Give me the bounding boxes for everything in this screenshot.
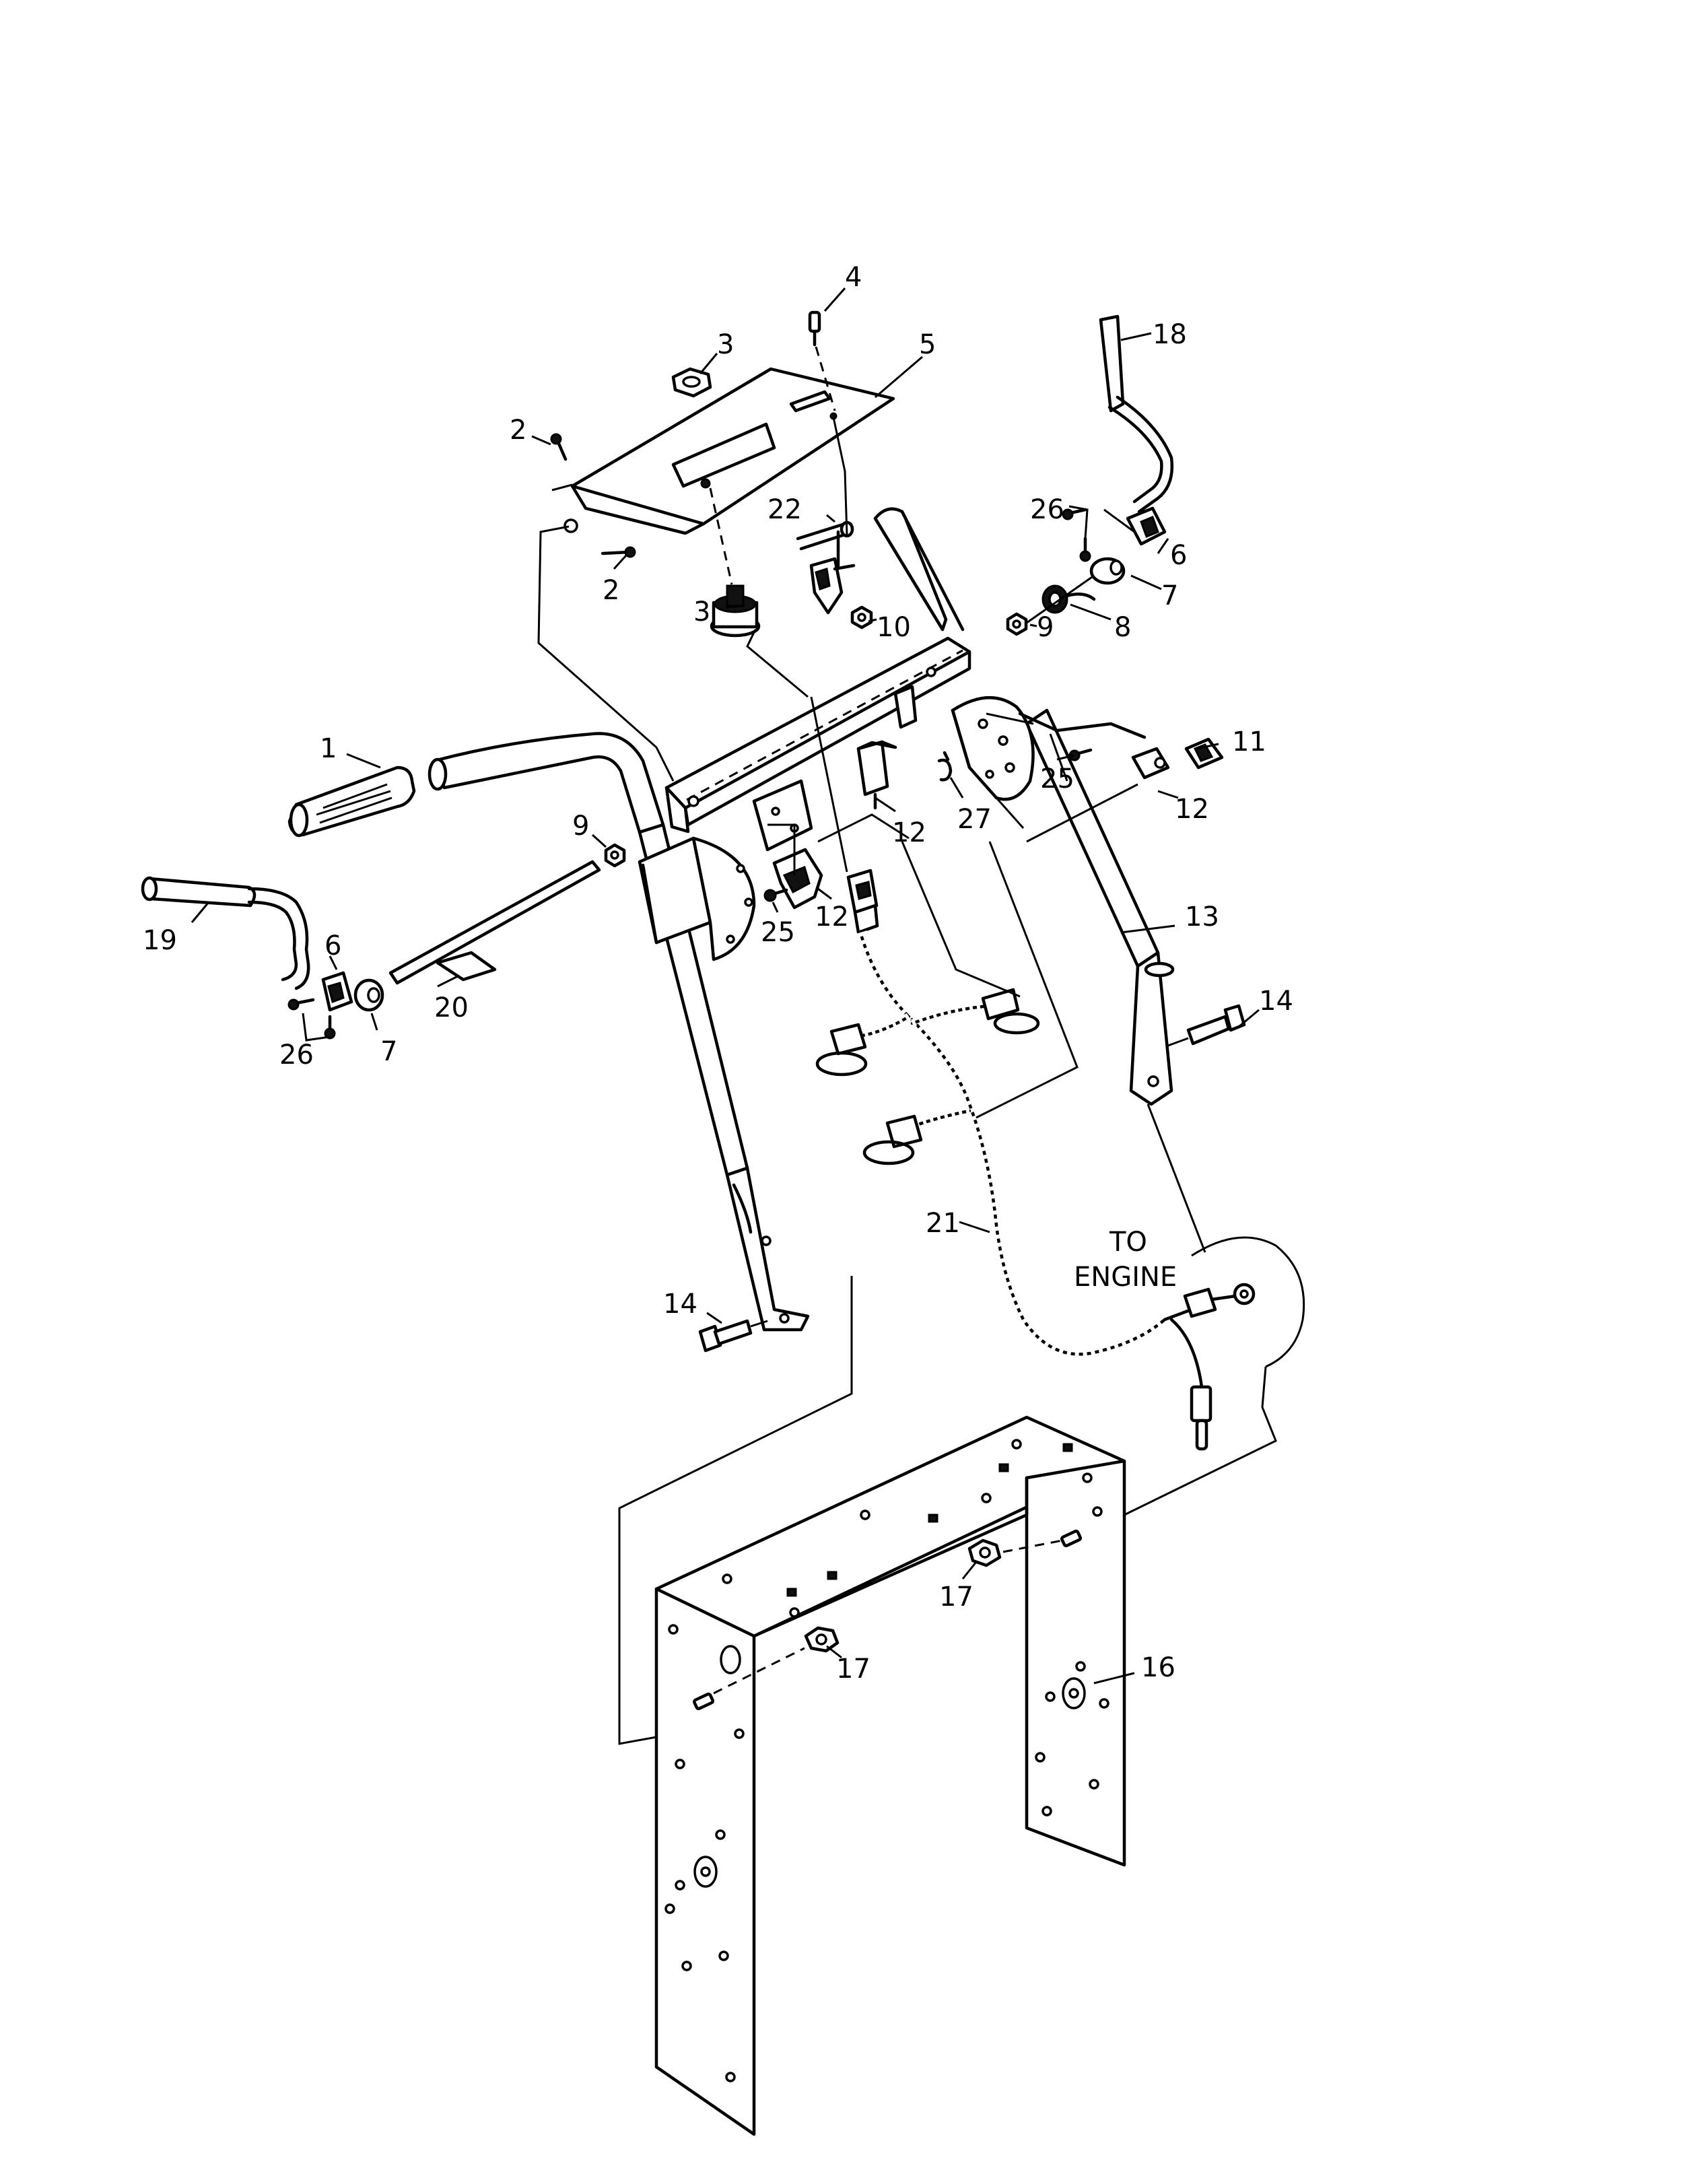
callout-7-right: 7 (1161, 580, 1178, 611)
callout-9-right: 9 (1037, 612, 1054, 643)
callout-21: 21 (926, 1208, 960, 1239)
callout-12-center: 12 (815, 902, 849, 932)
callout-12-right: 12 (1175, 794, 1209, 825)
screw-26-left (287, 998, 336, 1040)
center-bracket (752, 685, 918, 852)
callout-18: 18 (1153, 319, 1187, 350)
callout-26-right: 26 (1030, 494, 1064, 525)
upper-handle (664, 507, 1175, 1106)
key-switch (710, 584, 761, 638)
spacer-7-right (1089, 557, 1126, 585)
clip-27 (937, 751, 953, 782)
nut-17-left (804, 1626, 840, 1653)
callout-13: 13 (1185, 902, 1219, 932)
bolt-14-right (1167, 1004, 1246, 1047)
lower-mounting-frame (654, 1415, 1126, 2136)
callout-14-right: 14 (1259, 986, 1293, 1017)
callout-25-right: 25 (1040, 763, 1074, 794)
callout-2-lower: 2 (603, 575, 619, 606)
callout-9-left: 9 (572, 811, 589, 842)
right-bracket-arm (1018, 712, 1147, 739)
nut-9-left (604, 843, 626, 868)
wire-harness (815, 869, 1256, 1451)
switch-12-center (772, 848, 823, 910)
cover-screw-upper (550, 433, 568, 461)
callout-22: 22 (767, 494, 802, 525)
callout-4: 4 (845, 262, 862, 293)
screw-26-right (1062, 508, 1091, 562)
to-engine-label-line2: ENGINE (1074, 1262, 1177, 1293)
callout-14-left: 14 (663, 1289, 697, 1320)
callout-3-upper: 3 (717, 329, 734, 360)
right-control-lever (1099, 314, 1173, 514)
shift-rod-20 (388, 860, 601, 985)
console-cover-plate (563, 367, 895, 535)
spacer-7-left (353, 978, 384, 1012)
left-control-lever (141, 876, 310, 990)
switch-11 (1184, 737, 1224, 770)
callout-8: 8 (1114, 612, 1131, 643)
callout-7-left: 7 (380, 1036, 397, 1067)
assembly-guide-lines (537, 417, 1277, 1745)
callout-19: 19 (143, 925, 177, 956)
callout-27: 27 (957, 804, 992, 835)
cover-nut (671, 367, 712, 398)
callout-6-left: 6 (324, 930, 341, 961)
nut-17-right (967, 1538, 1002, 1567)
callout-2-upper: 2 (510, 415, 526, 446)
callout-labels: 1 2 2 3 3 4 5 6 6 7 7 8 9 9 10 11 12 12 … (143, 262, 1293, 1685)
bolt-17-right (1002, 1529, 1083, 1553)
switch-12-right (1131, 747, 1170, 780)
callout-11: 11 (1232, 726, 1266, 757)
engine-callout-bubble (1191, 1236, 1305, 1368)
handle-grip-tube (287, 732, 665, 838)
callout-10: 10 (877, 612, 911, 643)
callout-16: 16 (1141, 1652, 1175, 1683)
pivot-axis-line (1026, 574, 1095, 624)
cover-bolt (808, 310, 821, 347)
callout-26-left: 26 (279, 1040, 314, 1071)
screw-25-left (763, 888, 788, 902)
callout-17-left: 17 (836, 1654, 870, 1685)
callout-12-relay: 12 (892, 817, 926, 848)
throttle-control (796, 520, 856, 615)
to-engine-label-line1: TO (1109, 1227, 1147, 1258)
right-control-bracket (951, 695, 1035, 801)
callout-1: 1 (320, 733, 337, 764)
relay-12 (856, 740, 897, 810)
left-control-bracket (638, 836, 756, 961)
lever-pivot-6-right (1126, 506, 1167, 546)
cover-screw-lower (601, 546, 636, 558)
callout-20: 20 (434, 992, 469, 1023)
lock-nut-10 (850, 605, 873, 630)
callout-5: 5 (919, 329, 936, 360)
callout-17-right: 17 (939, 1582, 973, 1612)
lever-pivot-6-left (321, 971, 353, 1012)
nut-9-right (1006, 612, 1028, 636)
bolt-17-left (692, 1647, 805, 1711)
spring-8 (1041, 584, 1096, 614)
callout-3-lower: 3 (693, 597, 710, 627)
callout-25-center: 25 (761, 917, 795, 948)
callout-6-right: 6 (1170, 540, 1187, 571)
bolt-14-left (698, 1319, 768, 1353)
callout-leaders (191, 287, 1260, 1685)
